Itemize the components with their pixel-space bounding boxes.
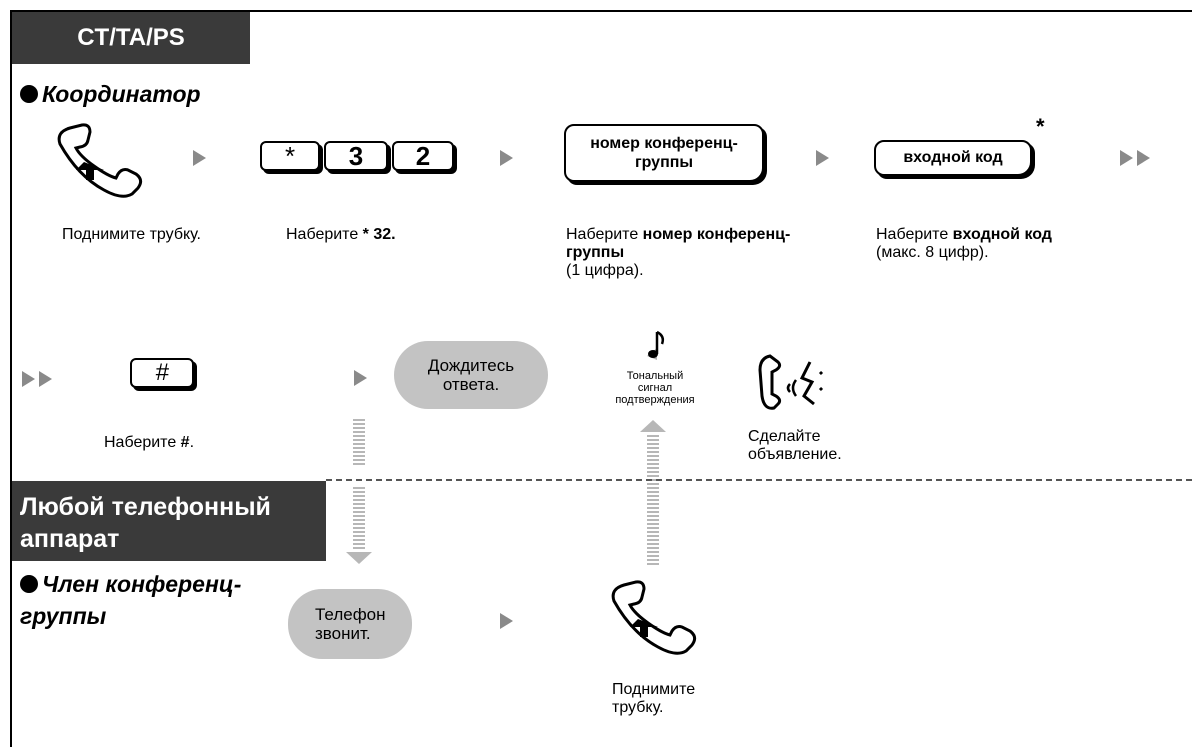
step-dial-32-text: Наберите * 32. — [286, 226, 396, 243]
arrow-icon — [354, 370, 367, 386]
wait-answer-bubble: Дождитесь ответа. — [394, 341, 548, 409]
phone-rings-bubble: Телефон звонит. — [288, 589, 412, 659]
confirm-tone-label: Тональный сигнал подтверждения — [615, 370, 695, 406]
bullet-icon — [20, 85, 38, 103]
key-star: * — [260, 141, 320, 171]
conf-group-number-box: номер конференц-группы — [564, 124, 764, 182]
key-hash: # — [130, 358, 194, 388]
down-flow-arrow-icon — [346, 419, 372, 564]
section-header-any-phone: Любой телефонный аппарат — [12, 481, 326, 561]
role-member: Член конференц-группы — [20, 571, 242, 629]
arrow-icon — [39, 371, 52, 387]
arrow-icon — [816, 150, 829, 166]
key-2: 2 — [392, 141, 454, 171]
arrow-icon — [500, 150, 513, 166]
step-dial-hash-text: Наберите #. — [104, 434, 195, 451]
step-pickup-text: Поднимите трубку. — [62, 226, 201, 243]
step-announce-text: Сделайте объявление. — [748, 428, 842, 463]
section-divider — [326, 479, 1192, 481]
entry-code-box: входной код — [874, 140, 1032, 176]
section-header-ct-ta-ps: CT/TA/PS — [12, 12, 250, 64]
entry-code-note-mark: * — [1036, 114, 1045, 139]
arrow-icon — [193, 150, 206, 166]
key-3: 3 — [324, 141, 388, 171]
handset-offhook-icon — [611, 580, 697, 655]
music-note-icon — [647, 330, 665, 360]
arrow-icon — [1137, 150, 1150, 166]
speaking-handset-icon — [758, 354, 824, 410]
step-dial-conf-text: Наберите номер конференц-группы(1 цифра)… — [566, 226, 791, 279]
arrow-icon — [1120, 150, 1133, 166]
up-flow-arrow-icon — [640, 420, 666, 565]
diagram-frame — [10, 10, 1192, 747]
arrow-icon — [500, 613, 513, 629]
handset-offhook-icon — [57, 123, 143, 198]
bullet-icon — [20, 575, 38, 593]
role-coordinator: Координатор — [20, 78, 201, 110]
step-pickup-member-text: Поднимите трубку. — [612, 681, 696, 716]
step-dial-code-text: Наберите входной код(макс. 8 цифр). — [876, 226, 1052, 261]
arrow-icon — [22, 371, 35, 387]
